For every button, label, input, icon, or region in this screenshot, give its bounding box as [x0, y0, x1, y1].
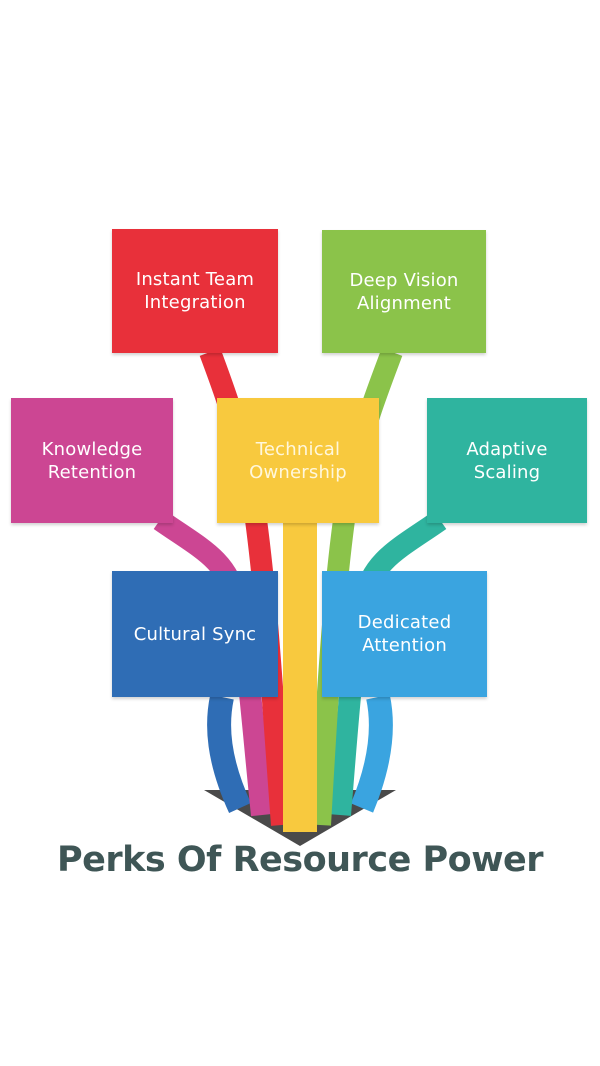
box-knowledge-retention: Knowledge Retention — [11, 398, 173, 523]
stem-cultural-sync — [207, 694, 251, 813]
diagram-title: Perks Of Resource Power — [56, 840, 544, 880]
stem-dedicated-attention — [350, 694, 393, 813]
box-deep-vision-alignment: Deep Vision Alignment — [322, 230, 486, 353]
box-technical-ownership: Technical Ownership — [217, 398, 379, 523]
box-cultural-sync: Cultural Sync — [112, 571, 278, 697]
box-dedicated-attention: Dedicated Attention — [322, 571, 487, 697]
box-instant-team-integration: Instant Team Integration — [112, 229, 278, 353]
box-adaptive-scaling: Adaptive Scaling — [427, 398, 587, 523]
